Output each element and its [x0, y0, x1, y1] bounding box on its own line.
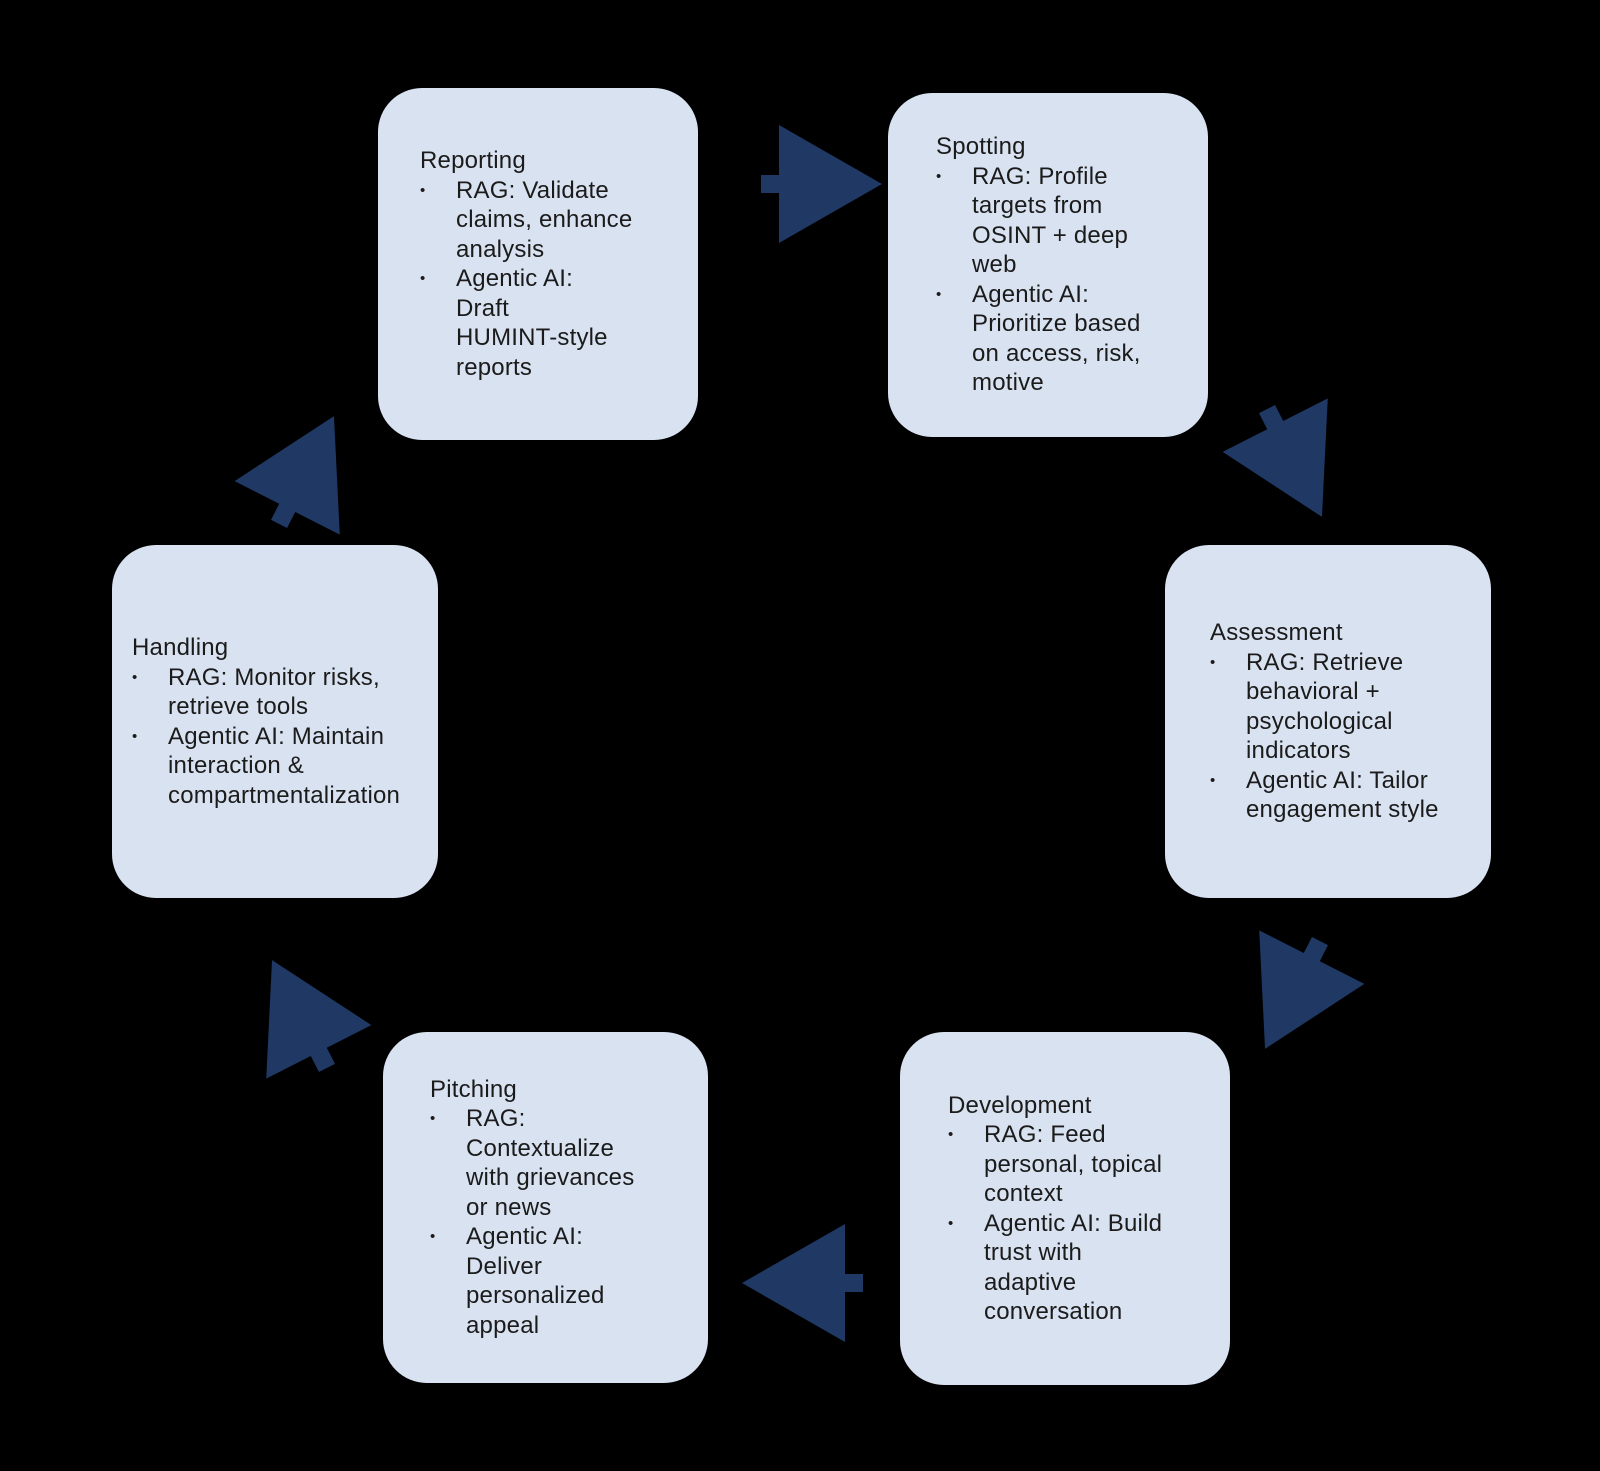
list-item: • RAG: Validate claims, enhance analysis [420, 176, 632, 265]
stage-box-spotting: Spotting • RAG: Profile targets from OSI… [888, 93, 1208, 437]
stage-title-pitching: Pitching [430, 1075, 517, 1103]
arrow-assessment-to-development [1212, 914, 1372, 1075]
stage-box-assessment: Assessment • RAG: Retrieve behavioral + … [1165, 545, 1491, 898]
bullet-text: RAG: Feed personal, topical context [984, 1121, 1163, 1207]
list-item: • Agentic AI: Tailor engagement style [1210, 766, 1439, 825]
bullet-icon: • [936, 167, 942, 185]
stage-box-pitching: Pitching • RAG: Contextualize with griev… [383, 1032, 708, 1383]
arrow-development-to-pitching [742, 1224, 863, 1342]
stage-title-reporting: Reporting [420, 147, 526, 174]
bullet-text: Agentic AI: Maintain interaction & compa… [168, 722, 401, 809]
bullet-text: Agentic AI: Build trust with adaptive co… [984, 1209, 1163, 1326]
bullet-icon: • [948, 1126, 954, 1143]
bullet-icon: • [1210, 653, 1216, 671]
block-arrow-icon [1222, 398, 1328, 517]
bullet-icon: • [132, 668, 138, 686]
stage-title-spotting: Spotting [936, 133, 1026, 161]
bullet-text: RAG: Retrieve behavioral + psychological… [1246, 648, 1404, 765]
arrow-pitching-to-handling [219, 933, 379, 1094]
bullet-text: Agentic AI: Draft HUMINT-style reports [456, 265, 608, 381]
block-arrow-icon [742, 1224, 863, 1342]
stage-box-development: Development • RAG: Feed personal, topica… [900, 1032, 1230, 1385]
block-arrow-icon [1259, 930, 1365, 1049]
bullet-text: Agentic AI: Prioritize based on access, … [972, 280, 1141, 397]
bullet-text: RAG: Contextualize with grievances or ne… [466, 1105, 635, 1221]
bullet-icon: • [948, 1214, 954, 1232]
block-arrow-icon [266, 960, 372, 1079]
list-item: • RAG: Feed personal, topical context [948, 1120, 1162, 1209]
bullet-text: RAG: Validate claims, enhance analysis [456, 176, 633, 263]
list-item: • Agentic AI: Maintain interaction & com… [132, 722, 400, 811]
list-item: • Agentic AI: Build trust with adaptive … [948, 1209, 1162, 1327]
bullet-icon: • [420, 270, 426, 287]
bullet-icon: • [936, 285, 942, 303]
block-arrow-icon [234, 416, 340, 535]
bullet-icon: • [1210, 771, 1216, 789]
stage-box-handling: Handling • RAG: Monitor risks, retrieve … [112, 545, 438, 898]
bullet-icon: • [420, 181, 426, 199]
bullet-icon: • [430, 1228, 436, 1246]
arrow-spotting-to-assessment [1214, 382, 1374, 543]
list-item: • RAG: Retrieve behavioral + psychologic… [1210, 648, 1403, 766]
list-item: • Agentic AI: Prioritize based on access… [936, 280, 1141, 398]
bullet-icon: • [430, 1110, 436, 1128]
list-item: • Agentic AI: Draft HUMINT-style reports [420, 264, 608, 382]
stage-title-assessment: Assessment [1210, 619, 1343, 647]
list-item: • Agentic AI: Deliver personalized appea… [430, 1222, 605, 1340]
stage-title-handling: Handling [132, 634, 229, 661]
stage-box-reporting: Reporting • RAG: Validate claims, enhanc… [378, 88, 698, 440]
bullet-text: RAG: Monitor risks, retrieve tools [168, 663, 380, 721]
bullet-icon: • [132, 727, 138, 745]
list-item: • RAG: Contextualize with grievances or … [430, 1104, 634, 1222]
list-item: • RAG: Monitor risks, retrieve tools [132, 663, 380, 722]
list-item: • RAG: Profile targets from OSINT + deep… [936, 162, 1128, 280]
stage-title-development: Development [948, 1091, 1092, 1119]
arrow-reporting-to-spotting [761, 125, 882, 243]
bullet-text: RAG: Profile targets from OSINT + deep w… [972, 162, 1129, 279]
bullet-text: Agentic AI: Tailor engagement style [1246, 766, 1439, 824]
arrow-handling-to-reporting [226, 389, 386, 550]
bullet-text: Agentic AI: Deliver personalized appeal [466, 1223, 605, 1339]
block-arrow-icon [761, 125, 882, 243]
